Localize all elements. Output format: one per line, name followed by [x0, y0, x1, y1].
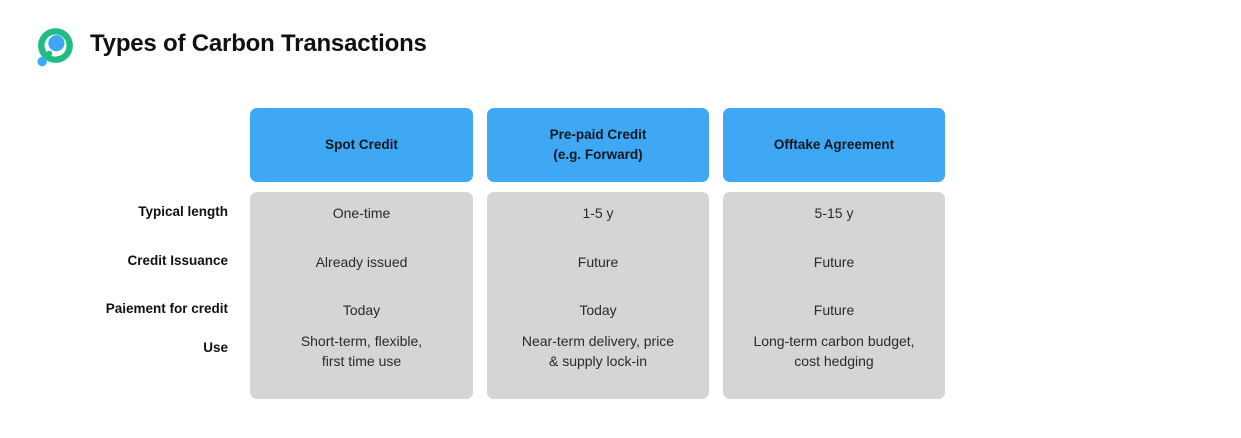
column-body-card-spot-credit	[250, 192, 473, 399]
cell-line1: Long-term carbon budget,	[753, 333, 915, 349]
column-body-card-offtake-agreement	[723, 192, 945, 399]
row-label-use: Use	[203, 340, 228, 355]
row-label-credit-issuance: Credit Issuance	[127, 253, 228, 268]
cell-typical-length-spot-credit: One-time	[250, 203, 473, 223]
cell-paiement-for-credit-spot-credit: Today	[250, 300, 473, 320]
cell-line1: 1-5 y	[582, 205, 614, 221]
cell-typical-length-offtake-agreement: 5-15 y	[723, 203, 945, 223]
cell-line2: cost hedging	[794, 353, 874, 370]
matrix-rows: Typical length One-time 1-5 y 5-15 y Cre…	[0, 192, 1241, 399]
cell-line1: Today	[579, 302, 617, 318]
cell-line1: Future	[813, 254, 855, 270]
column-header-line1: Offtake Agreement	[773, 137, 895, 153]
cell-use-offtake-agreement: Long-term carbon budget, cost hedging	[723, 331, 945, 372]
cell-use-pre-paid-credit: Near-term delivery, price & supply lock-…	[487, 331, 709, 372]
cell-typical-length-pre-paid-credit: 1-5 y	[487, 203, 709, 223]
seedling-loop-logo-icon	[34, 20, 76, 68]
cell-credit-issuance-pre-paid-credit: Future	[487, 252, 709, 272]
cell-credit-issuance-spot-credit: Already issued	[250, 252, 473, 272]
cell-line1: Short-term, flexible,	[300, 333, 423, 349]
column-header-line2: (e.g. Forward)	[553, 147, 643, 162]
column-header-spot-credit[interactable]: Spot Credit	[250, 108, 473, 182]
cell-paiement-for-credit-offtake-agreement: Future	[723, 300, 945, 320]
matrix-column-header-row: Spot Credit Pre-paid Credit (e.g. Forwar…	[0, 108, 1241, 182]
cell-line1: 5-15 y	[814, 205, 854, 221]
column-header-pre-paid-credit[interactable]: Pre-paid Credit (e.g. Forward)	[487, 108, 709, 182]
column-header-offtake-agreement[interactable]: Offtake Agreement	[723, 108, 945, 182]
cell-line1: Future	[577, 254, 619, 270]
cell-paiement-for-credit-pre-paid-credit: Today	[487, 300, 709, 320]
cell-line1: Already issued	[315, 254, 408, 270]
cell-line1: One-time	[332, 205, 391, 221]
cell-line1: Future	[813, 302, 855, 318]
slide-header: Types of Carbon Transactions	[34, 20, 427, 68]
column-header-line1: Spot Credit	[325, 137, 398, 153]
page-title: Types of Carbon Transactions	[90, 29, 427, 57]
cell-line1: Near-term delivery, price	[521, 333, 675, 349]
column-header-line1: Pre-paid Credit	[549, 127, 647, 143]
cell-line2: & supply lock-in	[548, 353, 648, 370]
cell-credit-issuance-offtake-agreement: Future	[723, 252, 945, 272]
cell-line1: Today	[342, 302, 381, 318]
row-label-typical-length: Typical length	[138, 204, 228, 219]
column-body-card-pre-paid-credit	[487, 192, 709, 399]
cell-use-spot-credit: Short-term, flexible, first time use	[250, 331, 473, 372]
row-label-paiement-for-credit: Paiement for credit	[105, 301, 228, 316]
cell-line2: first time use	[321, 353, 402, 370]
